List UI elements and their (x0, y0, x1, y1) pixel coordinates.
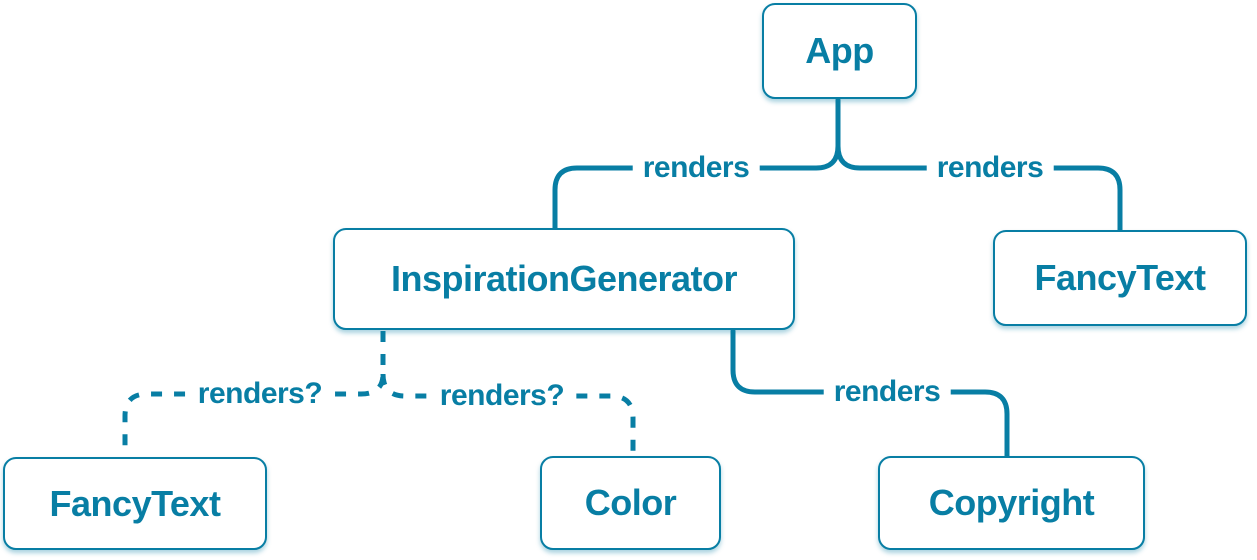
node-copyright: Copyright (878, 456, 1145, 550)
node-app: App (762, 3, 917, 99)
edge-label-app-fancytext: renders (926, 153, 1054, 183)
node-color: Color (540, 456, 721, 550)
edge-label-inspirationgenerator-fancytext: renders? (187, 379, 333, 409)
node-inspiration-generator: InspirationGenerator (333, 228, 795, 330)
node-fancy-text-top: FancyText (993, 230, 1247, 326)
edge-label-inspirationgenerator-color: renders? (429, 381, 575, 411)
edge-label-app-inspirationgenerator: renders (632, 153, 760, 183)
node-fancy-text-bottom: FancyText (3, 457, 267, 550)
edge-line-app-fancytext (835, 143, 1123, 233)
edge-label-inspirationgenerator-copyright: renders (823, 377, 951, 407)
